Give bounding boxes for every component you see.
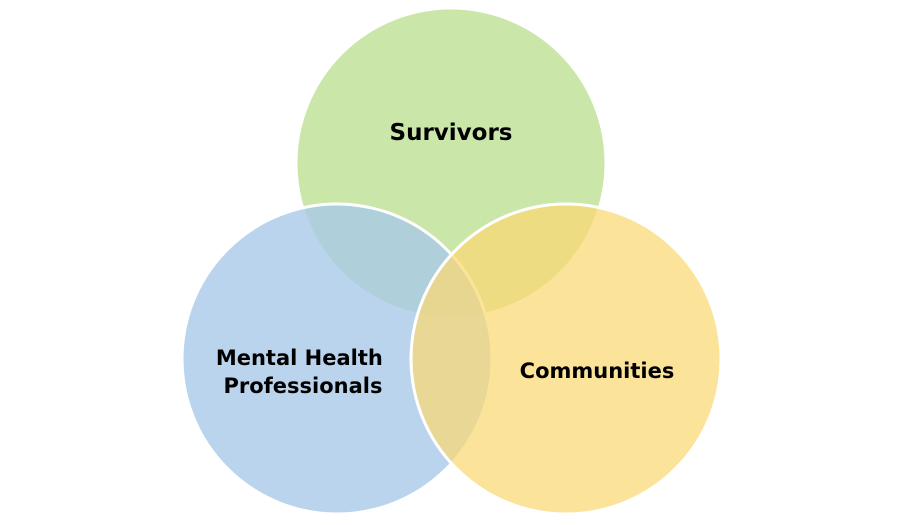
communities-circle [409,202,723,516]
venn-labels: Survivors Mental Health Professionals Co… [216,120,675,398]
communities-label: Communities [520,359,675,383]
survivors-label: Survivors [390,120,513,146]
mental-health-label-line-2: Professionals [224,374,383,398]
communities-label-line: Communities [520,359,675,383]
venn-circles [180,6,723,516]
survivors-label-line: Survivors [390,120,513,146]
mental-health-label-line-1: Mental Health [216,346,383,370]
mental-health-professionals-label: Mental Health Professionals [216,346,390,398]
